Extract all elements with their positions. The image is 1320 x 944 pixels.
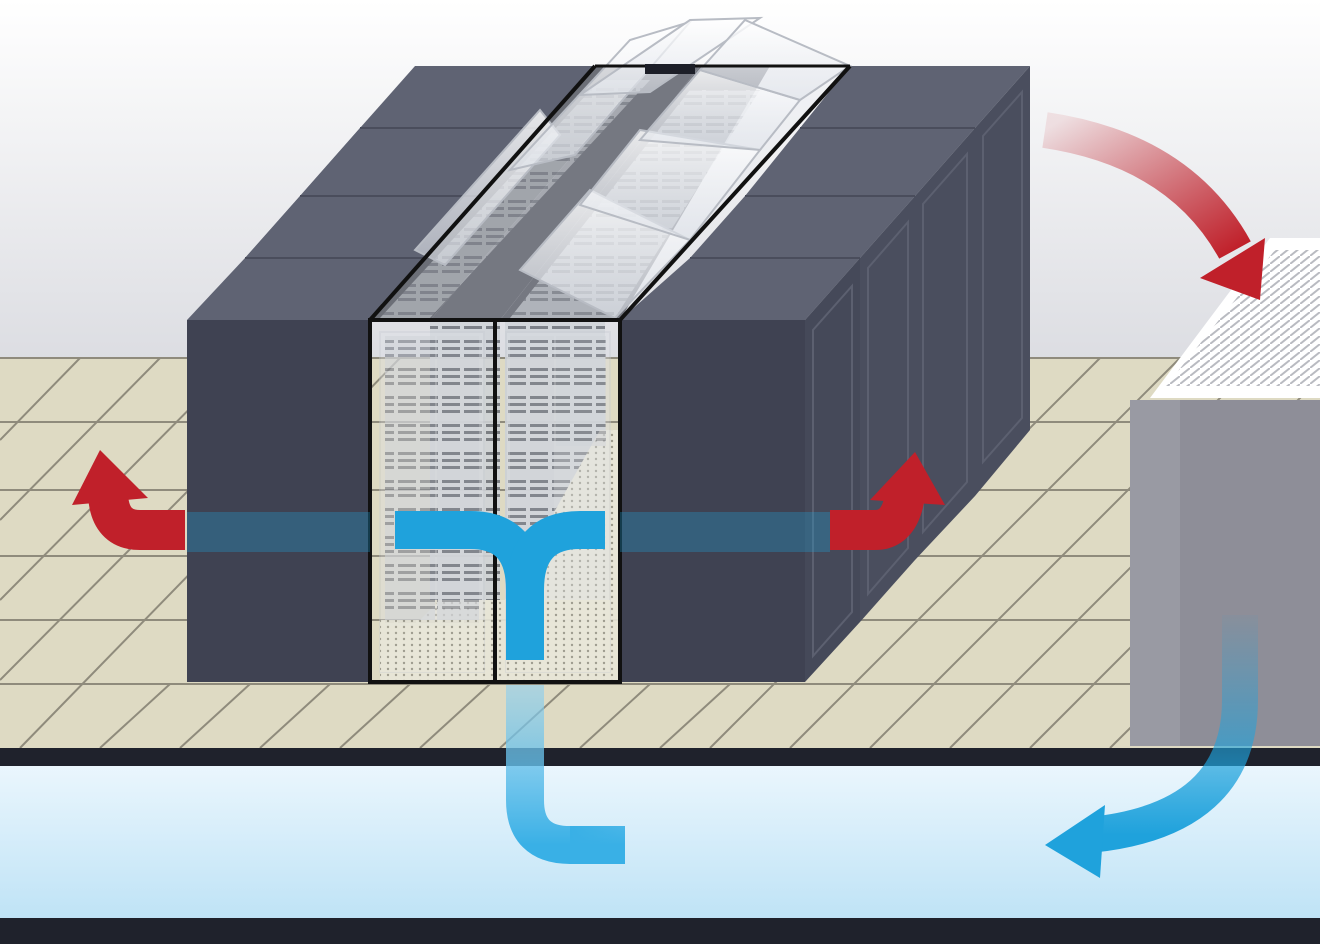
rack-airflow-band [187,512,830,552]
rack-top-left [360,66,595,128]
underfloor-plenum [0,748,1320,944]
crac-unit [1130,238,1320,746]
aisle-doors [368,318,622,684]
cold-supply-arrow [1045,615,1258,878]
plenum-cold-air-arrow [506,685,625,864]
rack-side-right [805,66,1030,682]
rack-front-right [620,320,805,682]
hot-return-arrow [1042,112,1265,300]
rack-top-right [620,258,860,320]
crac-vent-grille [1166,250,1320,386]
hot-air-arrow-left [72,450,185,550]
cold-air-split-arrow [395,511,605,660]
hot-air-arrow-right [830,452,945,550]
transparent-roof-panels [368,16,853,322]
rack-rows [187,16,1030,684]
rack-front-left [187,320,370,682]
